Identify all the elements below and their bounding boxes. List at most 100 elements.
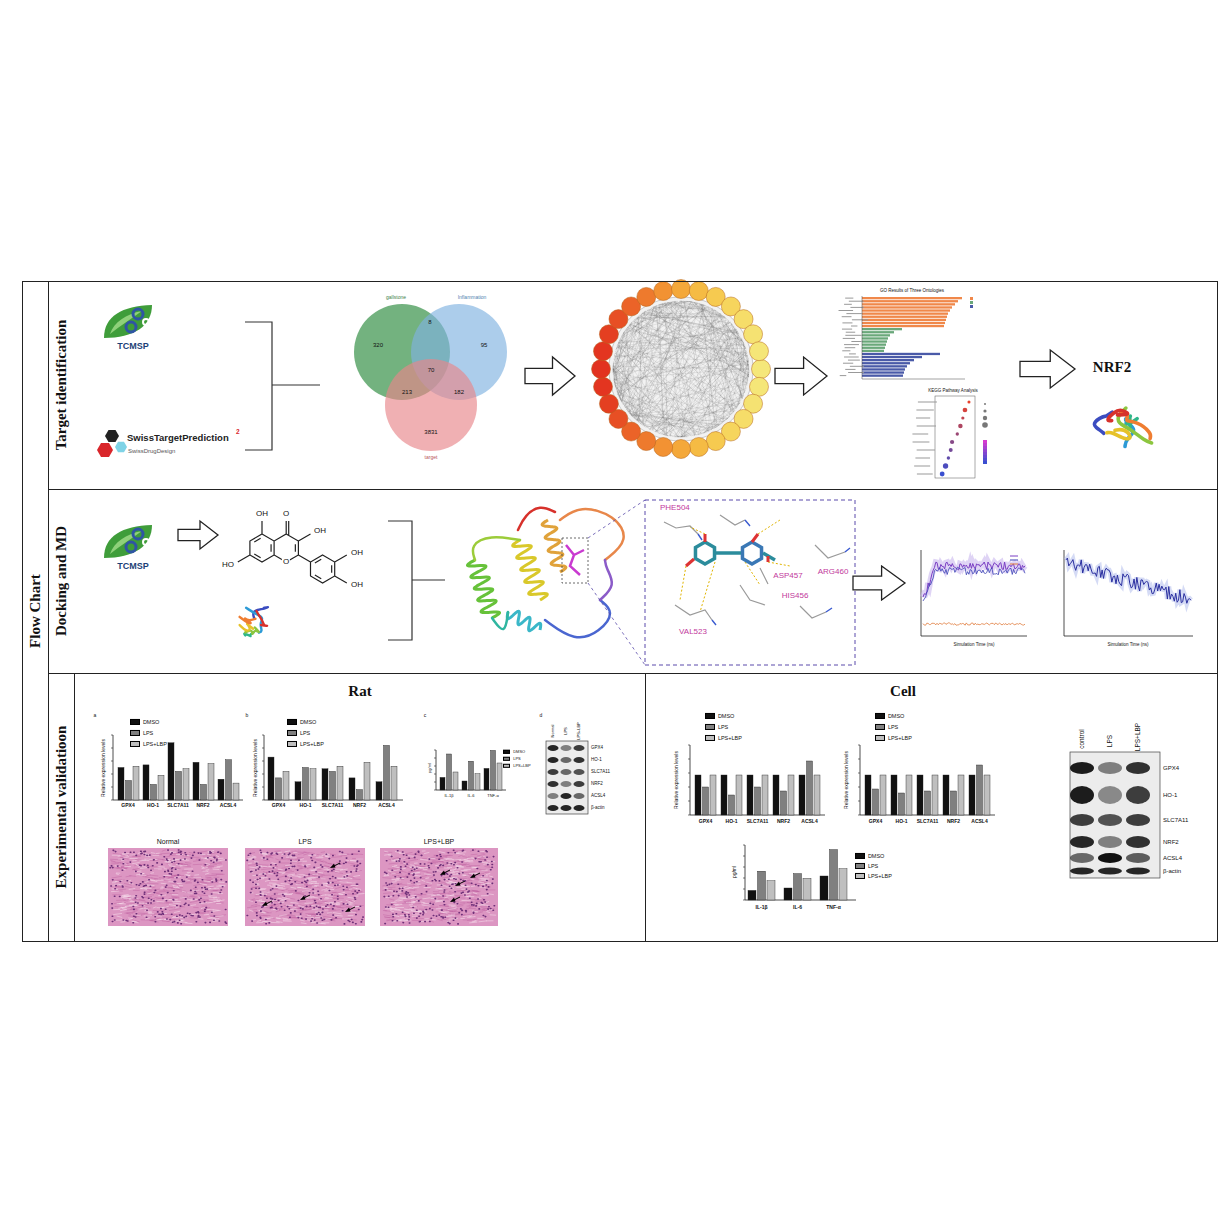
legend-swatch [705, 735, 715, 741]
trace [1066, 558, 1191, 603]
label-anchor: SLC7A11 [747, 819, 769, 825]
bar [143, 765, 149, 800]
term-mark [840, 375, 847, 376]
venn-diagram [354, 304, 507, 451]
figure-label: LPS+LBP [1134, 723, 1141, 751]
term-mark [845, 369, 855, 370]
section-label: Experimental validatioon [53, 726, 70, 889]
figure-label: OH [256, 510, 268, 519]
legend-item: LPS [875, 724, 898, 730]
ppi-network [592, 280, 771, 459]
bar [475, 774, 480, 790]
label-anchor: SLC7A11 [591, 770, 610, 775]
logo-ring [126, 542, 136, 552]
term-mark [849, 301, 864, 302]
trace [923, 562, 1025, 597]
legend-mark [970, 301, 973, 304]
label-anchor: IL-6 [793, 905, 802, 911]
network-node [637, 287, 656, 306]
figure-label: d [540, 713, 543, 719]
bar [984, 775, 990, 815]
blot-band [1098, 786, 1122, 804]
label-anchor: 320 [373, 342, 383, 349]
tcmsp-logo [104, 525, 152, 558]
panel-heading: Rat [348, 683, 371, 700]
blot-band [548, 757, 559, 763]
legend-swatch [875, 724, 885, 730]
term-mark [915, 458, 930, 459]
pointer-arrow-head [450, 898, 456, 903]
label-anchor: NRF2 [1093, 359, 1131, 376]
figure-label: GPX4 [272, 803, 285, 809]
term-mark [851, 341, 861, 342]
legend-item: LPS+LBP [287, 741, 324, 747]
label-anchor: 213 [402, 389, 412, 396]
network-node [752, 360, 771, 379]
label-anchor: HO-1 [726, 819, 738, 825]
residue-atoms [698, 520, 850, 625]
figure-label: 213 [402, 389, 412, 396]
legend-swatch [503, 757, 510, 761]
figure-label: GPX4 [121, 803, 134, 809]
cell-nuclei [384, 850, 495, 924]
blot-membrane [1070, 752, 1160, 878]
blot-band [1098, 836, 1122, 848]
label-anchor: SLC7A11 [167, 803, 189, 809]
figure-label: Inflammation [458, 295, 487, 301]
block-arrow-shape [525, 357, 575, 395]
term-mark [839, 310, 854, 311]
legend-swatch [855, 873, 865, 879]
bar [133, 766, 139, 800]
figure-label: IL-6 [468, 794, 475, 798]
legend-item: LPS+LBP [875, 735, 912, 741]
label-anchor: NRF2 [947, 819, 960, 825]
figure-label: c [424, 713, 427, 719]
figure-label: NRF2 [947, 819, 960, 825]
docked-ligand [562, 500, 855, 665]
label-anchor: pg/ml [428, 763, 432, 773]
legend-text: DMSO [143, 719, 160, 725]
trace [923, 567, 1025, 601]
legend-item: LPS [503, 757, 521, 761]
logo-leaf [104, 525, 152, 558]
network-node [592, 360, 611, 379]
label-anchor: TNF-α [487, 794, 498, 798]
enrichment-bar [862, 356, 922, 358]
enrichment-bar [862, 303, 955, 305]
label-anchor: Simulation Time (ns) [953, 643, 994, 648]
legend-text: DMSO [888, 713, 905, 719]
term-mark [914, 466, 930, 467]
block-arrow [525, 357, 575, 395]
label-anchor: PHE504 [660, 504, 690, 513]
label-anchor: LPS [564, 727, 568, 735]
block-arrow [178, 521, 218, 549]
label-anchor: HO [222, 561, 234, 570]
bar [839, 869, 847, 900]
enrichment-dot [940, 472, 945, 477]
term-mark [913, 442, 930, 443]
label-anchor: NRF2 [1163, 839, 1179, 846]
bar [773, 775, 779, 815]
legend-text: LPS+LBP [868, 873, 892, 879]
bar [176, 771, 182, 800]
section-label: Target identification [53, 320, 70, 451]
bar [151, 784, 157, 800]
enrichment-bar [862, 337, 888, 339]
section-band: Docking and MD [48, 489, 1217, 673]
tissue [380, 848, 498, 926]
bar [337, 766, 343, 800]
figure-label: SwissDrugDesign [128, 448, 175, 455]
bar [183, 769, 189, 800]
legend-item: DMSO [875, 713, 904, 719]
bar [303, 768, 309, 801]
term-mark [917, 450, 935, 451]
figure-label: pg/ml [428, 763, 432, 773]
legend-item: DMSO [130, 719, 159, 725]
label-anchor: Relative expression levels [101, 739, 107, 797]
blot-band [1126, 868, 1150, 875]
label-anchor: Relative expression levels [253, 739, 259, 797]
term-mark [842, 322, 852, 323]
bracket [388, 521, 445, 640]
block-arrow [775, 357, 827, 395]
legend-text: LPS+LBP [888, 735, 912, 741]
